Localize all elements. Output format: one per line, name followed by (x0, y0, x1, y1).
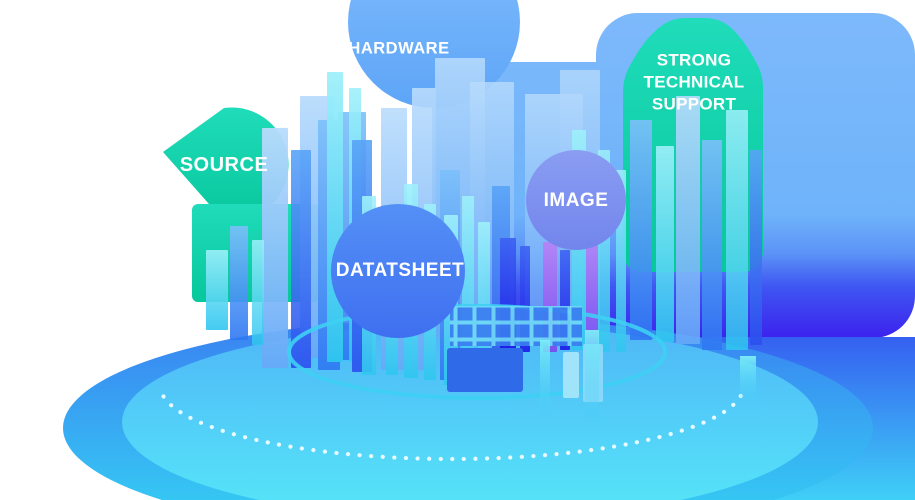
skyline-bar (656, 146, 674, 342)
source-bubble (163, 107, 289, 222)
skyline-bar (750, 150, 762, 345)
pedestal-windows (450, 306, 582, 346)
skyline-bar (230, 226, 248, 340)
pedestal-block (563, 352, 579, 398)
light-streaks (540, 330, 756, 435)
skyline-bar (726, 110, 748, 350)
light-streak (740, 356, 756, 408)
skyline-bar (291, 150, 311, 368)
image-bubble (526, 150, 626, 250)
skyline-bar (676, 96, 700, 344)
dotted-orbit (159, 392, 745, 462)
skyline-bar (206, 250, 228, 330)
skyline-bar (702, 140, 722, 350)
light-streak (585, 330, 599, 435)
skyline-bar (630, 120, 652, 340)
platform-main-ellipse (122, 324, 818, 500)
datasheet-bubble (331, 204, 465, 338)
skyline-bar (252, 240, 264, 345)
skyline-bar (262, 128, 288, 368)
pedestal-base (447, 348, 523, 392)
skyline-bar (586, 240, 598, 350)
light-streak (540, 340, 550, 425)
